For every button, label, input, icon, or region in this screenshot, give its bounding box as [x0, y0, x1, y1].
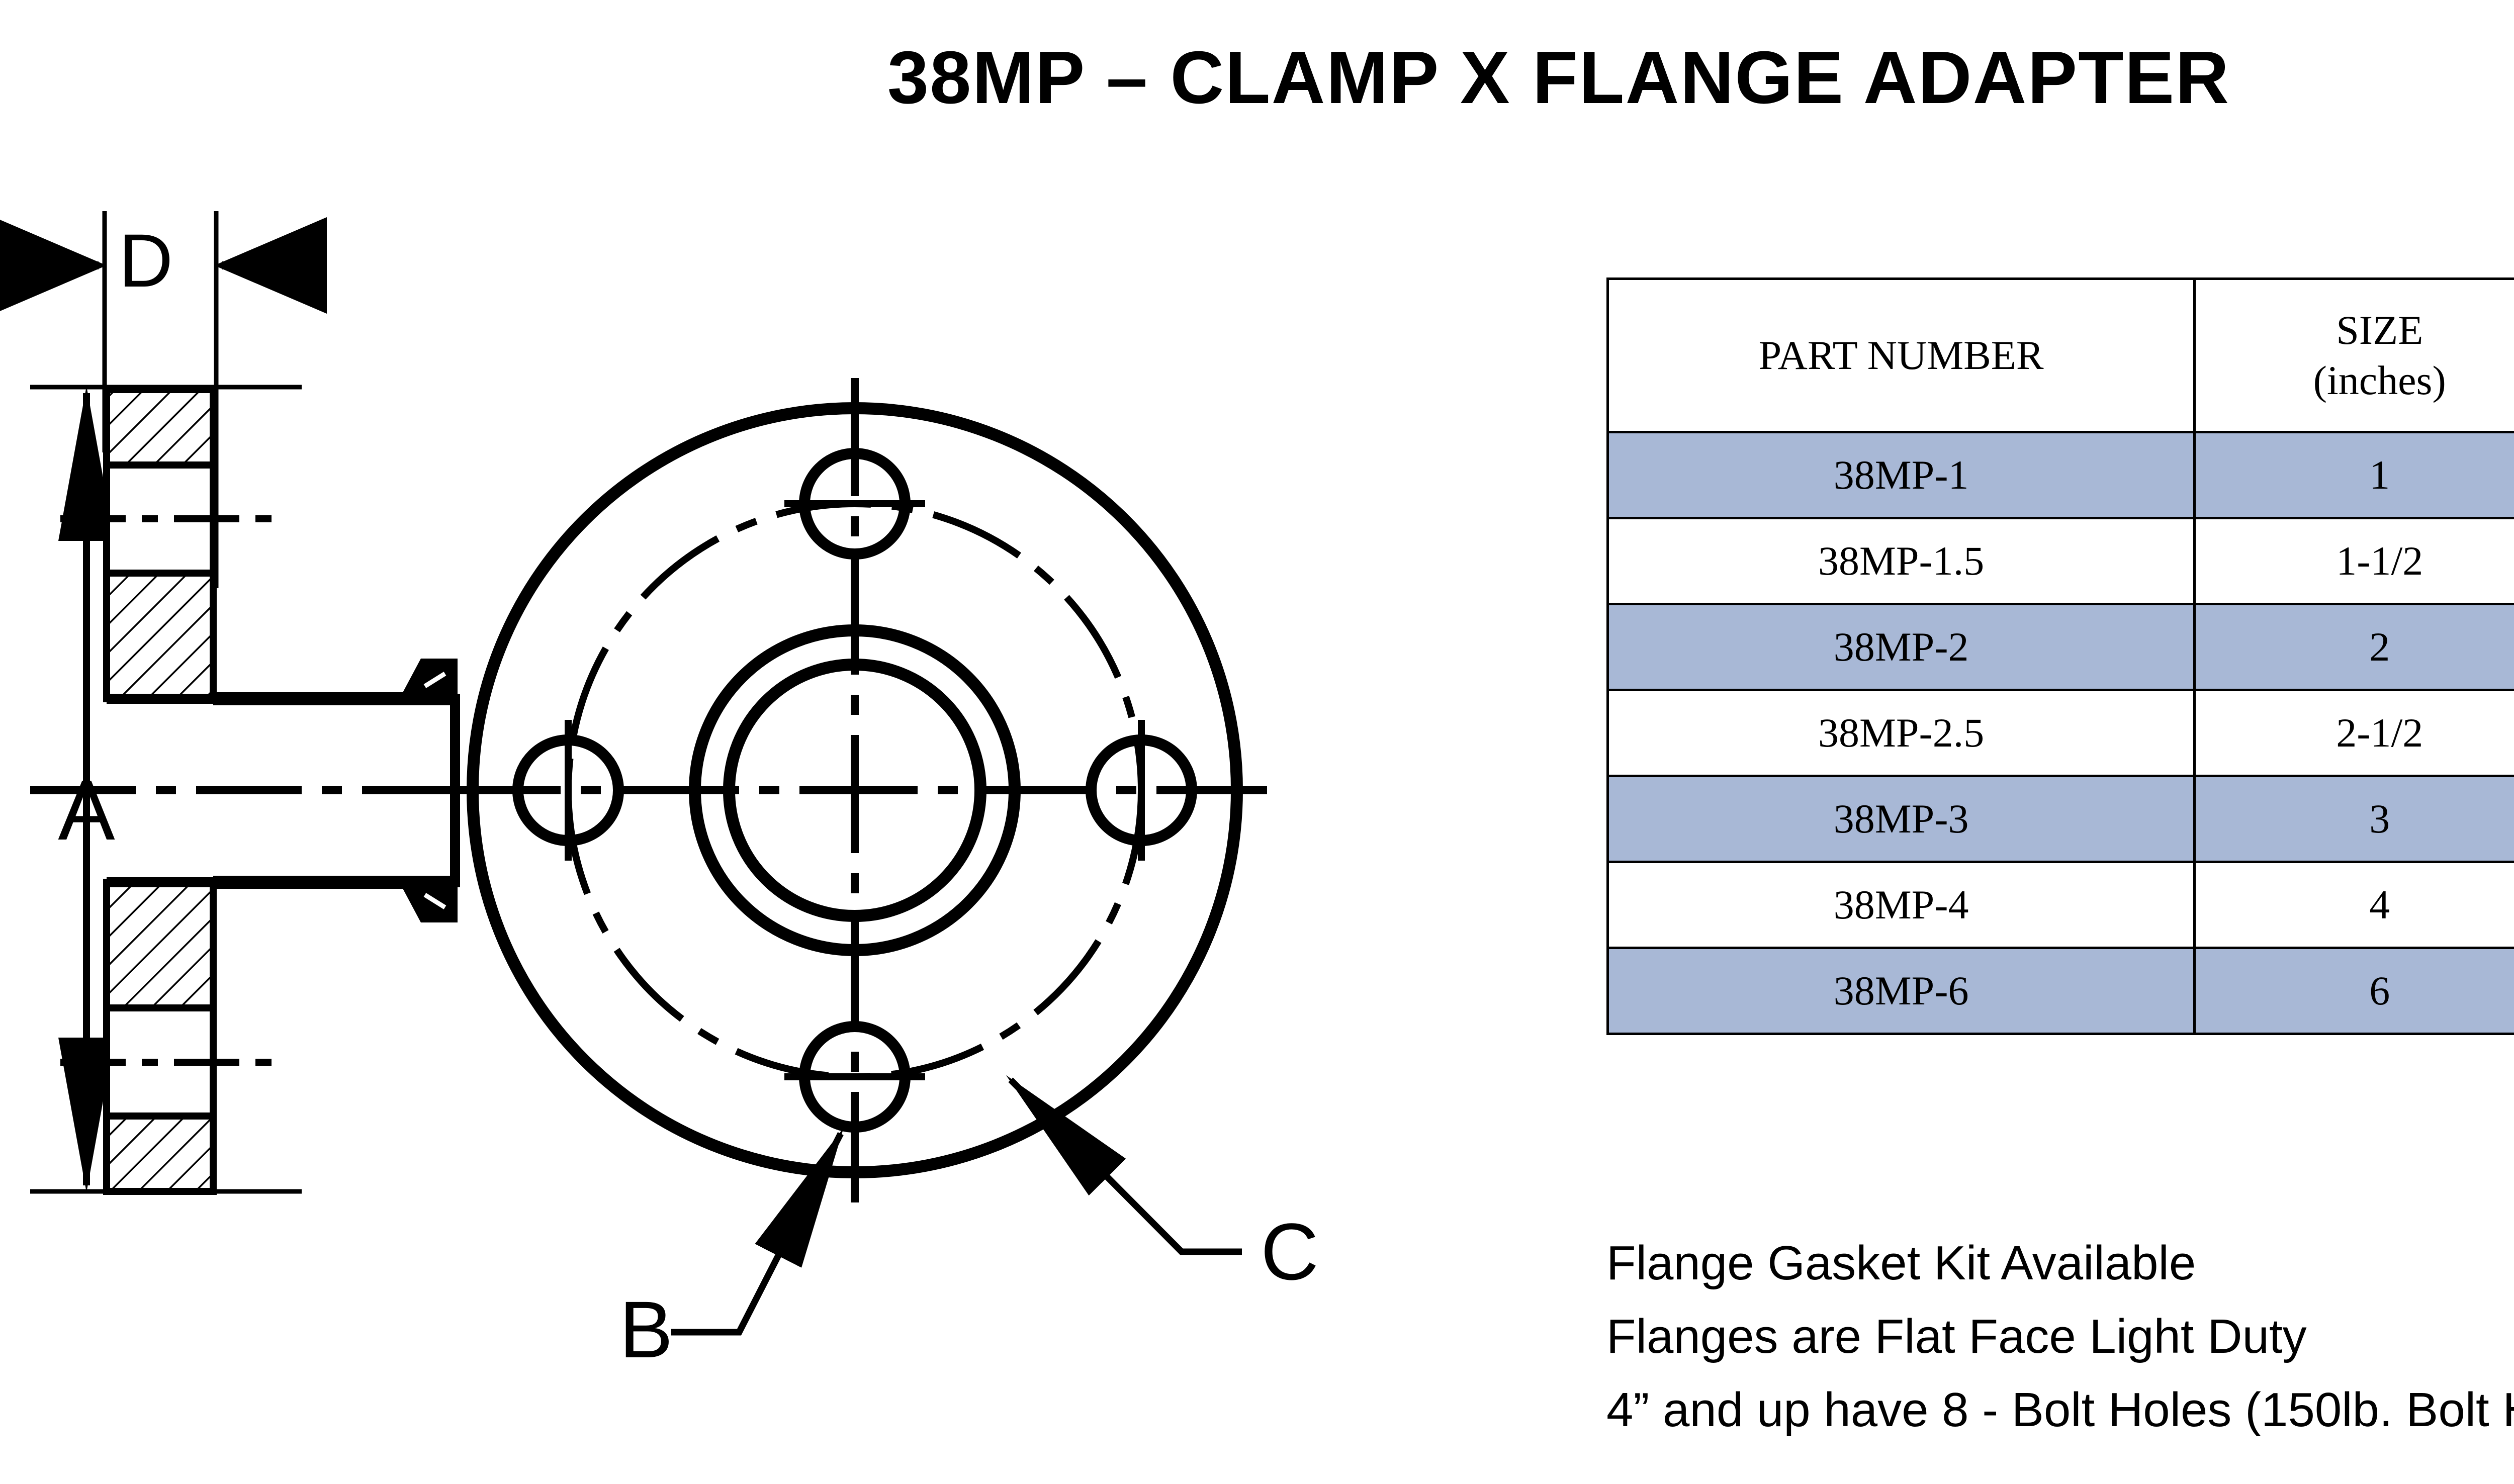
note-line-1: Flange Gasket Kit Available: [1606, 1236, 2196, 1290]
flange-drawing: D A: [0, 211, 1319, 1374]
flange-section-hatch-bottom: [103, 1112, 217, 1195]
cell-part-number: 38MP-3: [1606, 775, 2196, 863]
notes-block: Flange Gasket Kit Available Flanges are …: [1606, 1227, 2514, 1447]
column-header-sub: (inches): [2313, 357, 2446, 403]
front-face-view: [442, 378, 1267, 1202]
dimensions-table: PART NUMBER SIZE (inches) A (inches) B (…: [1606, 277, 2514, 1035]
flange-section-hatch-lower-mid: [103, 879, 217, 1011]
spec-table-container: PART NUMBER SIZE (inches) A (inches) B (…: [1606, 277, 2514, 1035]
table-row: 38MP-3 3 7.500 .750 6.000 1.750: [1606, 775, 2514, 863]
table-row: 38MP-2.5 2-1/2 7.000 .750 5.500 1.688: [1606, 689, 2514, 777]
b-leader-line: [671, 1128, 844, 1336]
note-line-3: 4” and up have 8 - Bolt Holes (150lb. Bo…: [1606, 1382, 2514, 1437]
ferrule-bead-highlight-bottom: [423, 893, 446, 909]
cell-size: 2-1/2: [2193, 689, 2514, 777]
column-header-main: SIZE: [2336, 307, 2423, 353]
table-body: 38MP-1 1 4.250 .625 3.125 1.625 38MP-1.5…: [1606, 431, 2514, 1035]
table-row: 38MP-1 1 4.250 .625 3.125 1.625: [1606, 431, 2514, 519]
table-header-row: PART NUMBER SIZE (inches) A (inches) B (…: [1606, 277, 2514, 433]
table-row: 38MP-1.5 1-1/2 5.000 .625 3.875 1.625: [1606, 517, 2514, 605]
cell-part-number: 38MP-2.5: [1606, 689, 2196, 777]
d-dimension-label: D: [119, 218, 173, 303]
cell-size: 4: [2193, 861, 2514, 949]
cell-part-number: 38MP-2: [1606, 603, 2196, 691]
cell-size: 2: [2193, 603, 2514, 691]
column-header-part-number: PART NUMBER: [1606, 277, 2196, 433]
c-leader-line: [1006, 1075, 1242, 1255]
cell-size: 1: [2193, 431, 2514, 519]
column-header-size: SIZE (inches): [2193, 277, 2514, 433]
a-dimension-label: A: [58, 763, 115, 858]
note-line-2: Flanges are Flat Face Light Duty: [1606, 1309, 2307, 1363]
clamp-ferrule-bead-bottom: [398, 880, 458, 922]
table-row: 38MP-2 2 6.000 .750 4.750 1.688: [1606, 603, 2514, 691]
cell-size: 6: [2193, 947, 2514, 1035]
table-row: 38MP-4 4 9.000 .750 7.500 1.750: [1606, 861, 2514, 949]
callout-leaders: B C: [619, 1075, 1319, 1374]
cell-part-number: 38MP-1.5: [1606, 517, 2196, 605]
clamp-ferrule-bead-top: [398, 659, 458, 701]
cell-part-number: 38MP-4: [1606, 861, 2196, 949]
cell-part-number: 38MP-1: [1606, 431, 2196, 519]
side-section-view: D A: [0, 211, 503, 1195]
table-row: 38MP-6 6 11.000 .875 9.500 2.188: [1606, 947, 2514, 1035]
table-header: PART NUMBER SIZE (inches) A (inches) B (…: [1606, 277, 2514, 433]
page-title: 38MP – CLAMP X FLANGE ADAPTER: [887, 36, 2230, 119]
cell-size: 3: [2193, 775, 2514, 863]
column-header-main: PART NUMBER: [1758, 332, 2044, 378]
flange-section-hatch-upper-mid: [103, 570, 217, 702]
flange-section-hatch-top: [103, 386, 217, 469]
cell-size: 1-1/2: [2193, 517, 2514, 605]
technical-drawing-panel: D A: [0, 191, 1559, 1478]
ferrule-bead-highlight-top: [423, 672, 446, 688]
c-leader-label: C: [1261, 1207, 1319, 1296]
cell-part-number: 38MP-6: [1606, 947, 2196, 1035]
b-leader-label: B: [619, 1284, 673, 1374]
